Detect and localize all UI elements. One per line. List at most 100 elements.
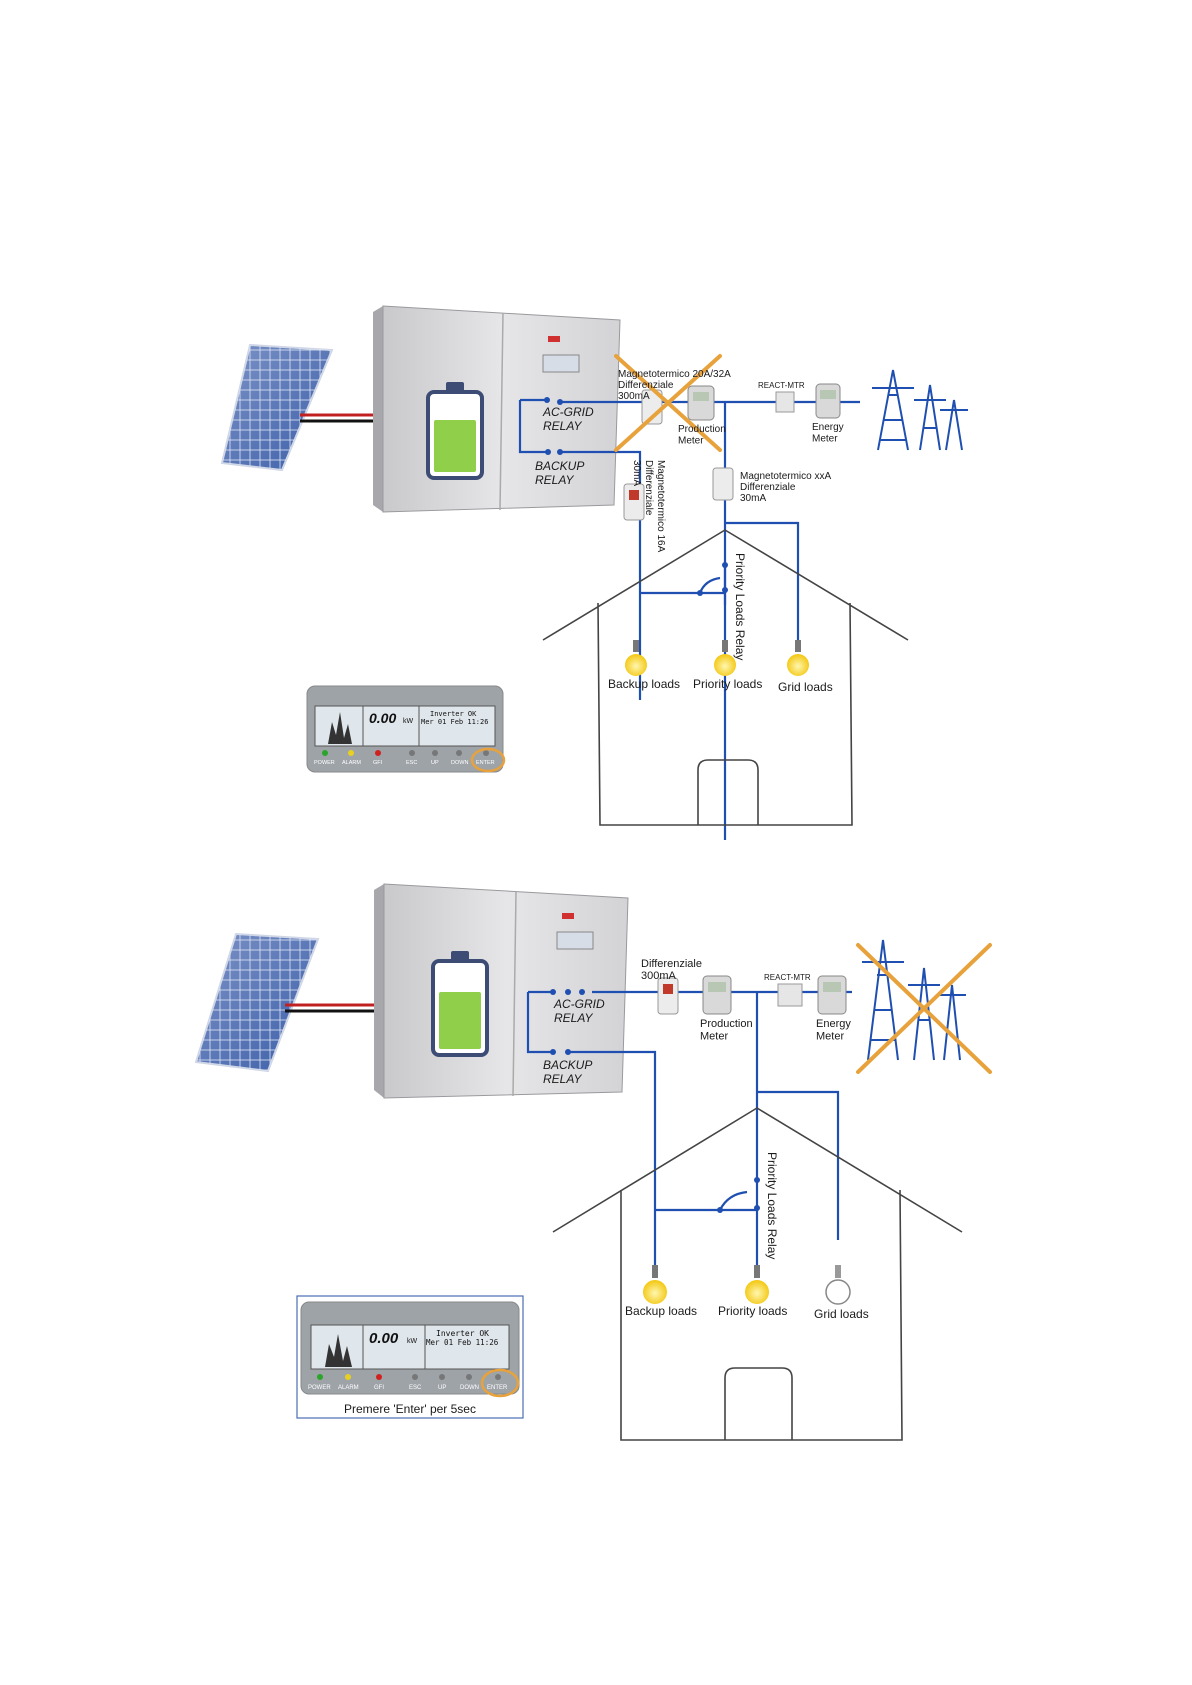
lcd-status-line1-bottom: Inverter OK bbox=[436, 1329, 489, 1338]
led-gfi-bottom-icon bbox=[376, 1374, 382, 1380]
btn-label-esc: ESC bbox=[406, 760, 417, 766]
lcd-status-line2-bottom: Mer 01 Feb 11:26 bbox=[426, 1338, 499, 1347]
btn-label-up: UP bbox=[431, 760, 439, 766]
priority-relay-label: Priority Loads Relay bbox=[733, 553, 747, 660]
house-outline-bottom bbox=[552, 1107, 963, 1441]
react-mtr: REACT-MTR bbox=[758, 381, 805, 413]
grid-pylons-crossed-icon bbox=[856, 939, 992, 1074]
btn-label-gfi: GFI bbox=[373, 760, 383, 766]
down-button[interactable] bbox=[456, 750, 462, 756]
bulb-priority-bottom-icon bbox=[745, 1265, 769, 1304]
panel-caption: Premere 'Enter' per 5sec bbox=[344, 1402, 476, 1416]
label-grid-loads: Grid loads bbox=[778, 680, 833, 694]
lcd-unit-bottom: kW bbox=[407, 1338, 418, 1345]
enter-highlight bbox=[470, 747, 506, 773]
enter-button[interactable] bbox=[483, 750, 489, 756]
breaker-backup-line1: Magnetotermico 16A bbox=[655, 460, 666, 553]
btn-label-gfi-bottom: GFI bbox=[374, 1385, 384, 1391]
esc-button-bottom[interactable] bbox=[412, 1374, 418, 1380]
btn-label-enter-bottom: ENTER bbox=[487, 1385, 508, 1391]
lcd-power-value-bottom: 0.00 bbox=[369, 1330, 399, 1347]
battery-icon bbox=[426, 382, 484, 480]
breaker-backup: Magnetotermico 16A Differenziale 30mA bbox=[623, 460, 666, 553]
label-priority-loads-bottom: Priority loads bbox=[718, 1304, 787, 1318]
led-gfi-icon bbox=[375, 750, 381, 756]
lcd-unit: kW bbox=[403, 718, 414, 725]
abb-logo-bottom bbox=[562, 913, 574, 919]
esc-button[interactable] bbox=[409, 750, 415, 756]
breaker-main-bottom-line2: 300mA bbox=[641, 970, 677, 982]
breaker-grid-line3: 30mA bbox=[740, 493, 766, 504]
breaker-backup-line3: 30mA bbox=[631, 460, 642, 486]
lcd-status-line1: Inverter OK bbox=[430, 710, 477, 718]
down-button-bottom[interactable] bbox=[466, 1374, 472, 1380]
breaker-grid-line2: Differenziale bbox=[740, 482, 796, 493]
bulb-grid-icon bbox=[787, 640, 809, 676]
bulb-backup-bottom-icon bbox=[643, 1265, 667, 1304]
bulb-backup-icon bbox=[625, 640, 647, 676]
battery-icon-bottom bbox=[431, 951, 489, 1057]
breaker-backup-line2: Differenziale bbox=[643, 460, 654, 516]
label-backup-loads: Backup loads bbox=[608, 677, 680, 691]
led-alarm-icon bbox=[348, 750, 354, 756]
bulb-grid-off-icon bbox=[825, 1265, 851, 1305]
btn-label-power: POWER bbox=[314, 760, 335, 766]
led-power-icon bbox=[322, 750, 328, 756]
solar-panel bbox=[220, 343, 380, 472]
breaker-grid-line1: Magnetotermico xxA bbox=[740, 471, 831, 482]
react-mtr-bottom: REACT-MTR bbox=[764, 973, 811, 1007]
lcd-status-line2: Mer 01 Feb 11:26 bbox=[421, 718, 488, 726]
control-panel-top: 0.00 kW Inverter OK Mer 01 Feb 11:26 POW… bbox=[306, 685, 506, 773]
led-power-bottom-icon bbox=[317, 1374, 323, 1380]
control-panel-bottom: 0.00 kW Inverter OK Mer 01 Feb 11:26 POW… bbox=[296, 1295, 524, 1419]
btn-label-down: DOWN bbox=[451, 760, 468, 766]
bulb-priority-icon bbox=[714, 640, 736, 676]
led-alarm-bottom-icon bbox=[345, 1374, 351, 1380]
btn-label-alarm-bottom: ALARM bbox=[338, 1385, 359, 1391]
breaker-main-line2: Differenziale bbox=[618, 380, 674, 391]
lcd-power-value: 0.00 bbox=[369, 710, 396, 726]
react-mtr-label: REACT-MTR bbox=[758, 381, 805, 390]
btn-label-enter: ENTER bbox=[476, 760, 495, 766]
btn-label-up-bottom: UP bbox=[438, 1385, 446, 1391]
breaker-main-bottom: Differenziale 300mA bbox=[641, 958, 702, 1015]
breaker-main-line3: 300mA bbox=[618, 391, 650, 402]
breaker-grid: Magnetotermico xxA Differenziale 30mA bbox=[712, 467, 831, 504]
up-button[interactable] bbox=[432, 750, 438, 756]
btn-label-down-bottom: DOWN bbox=[460, 1385, 479, 1391]
label-grid-loads-bottom: Grid loads bbox=[814, 1307, 869, 1321]
abb-logo bbox=[548, 336, 560, 342]
breaker-main-crossed: Magnetotermico 20A/32A Differenziale 300… bbox=[614, 354, 731, 452]
solar-panel-bottom bbox=[194, 932, 378, 1073]
panel-buttons-bottom: POWER ALARM GFI ESC UP DOWN ENTER bbox=[308, 1368, 520, 1398]
up-button-bottom[interactable] bbox=[439, 1374, 445, 1380]
react-mtr-label-bottom: REACT-MTR bbox=[764, 973, 811, 982]
enter-button-bottom[interactable] bbox=[495, 1374, 501, 1380]
wiring-top bbox=[518, 397, 860, 840]
btn-label-power-bottom: POWER bbox=[308, 1385, 331, 1391]
breaker-main-line1: Magnetotermico 20A/32A bbox=[618, 369, 731, 380]
panel-buttons-top: POWER ALARM GFI ESC UP DOWN ENTER bbox=[314, 747, 506, 773]
priority-relay-label-bottom: Priority Loads Relay bbox=[765, 1152, 779, 1259]
btn-label-alarm: ALARM bbox=[342, 760, 361, 766]
enter-highlight-bottom bbox=[480, 1368, 520, 1398]
inverter-display bbox=[542, 354, 580, 373]
btn-label-esc-bottom: ESC bbox=[409, 1385, 422, 1391]
breaker-main-bottom-line1: Differenziale bbox=[641, 958, 702, 970]
